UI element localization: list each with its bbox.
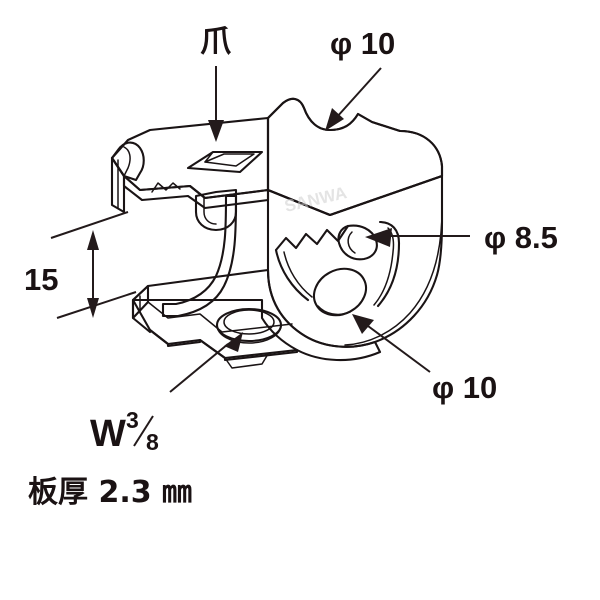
phi10-bottom-arrowhead (352, 314, 374, 334)
dim15-arrowhead-up (87, 230, 99, 250)
note-plate-thickness: 板厚 2.3 ㎜ (28, 475, 192, 510)
phi85-label: φ 8.5 (484, 220, 558, 255)
dim15-extension-upper (50, 211, 129, 239)
phi10-bottom-leader-line (367, 325, 431, 373)
phi10-top-label: φ 10 (330, 26, 395, 61)
phi10-top-leader-line (335, 67, 382, 119)
phi10-top-arrowhead (325, 108, 344, 131)
claw-label: 爪 (200, 24, 232, 60)
annotation-phi85: φ 8.5 (365, 220, 558, 255)
clamp-body-illustration: SANWA (110, 97, 444, 369)
w38-leader-line (169, 343, 229, 393)
plate-thickness-text: 板厚 2.3 ㎜ (28, 475, 192, 510)
dim15-arrowhead-down (87, 298, 99, 318)
threaded-boss-w38 (215, 307, 283, 344)
claw-arrowhead (208, 120, 224, 142)
bottom-plate (131, 268, 382, 369)
w38-arrowhead (224, 332, 243, 352)
dimension-height-15: 15 (24, 211, 137, 319)
serrated-jaw (274, 220, 401, 308)
w38-fraction-bar (133, 415, 154, 447)
phi10-bottom-label: φ 10 (432, 370, 497, 405)
w38-numerator: 3 (126, 407, 139, 433)
annotation-phi10-top: φ 10 (325, 26, 395, 131)
vertical-web (161, 194, 238, 318)
dim15-label: 15 (24, 262, 58, 297)
w38-label: W 3 8 (90, 407, 159, 455)
top-flange (110, 116, 270, 214)
annotation-claw: 爪 (200, 24, 232, 142)
w38-denominator: 8 (146, 429, 159, 455)
phi85-arrowhead (365, 228, 392, 247)
annotation-phi10-bottom: φ 10 (352, 314, 497, 405)
oblong-hole-phi10 (312, 267, 368, 317)
annotation-w38: W 3 8 (90, 332, 243, 455)
w38-letter: W (90, 413, 126, 455)
